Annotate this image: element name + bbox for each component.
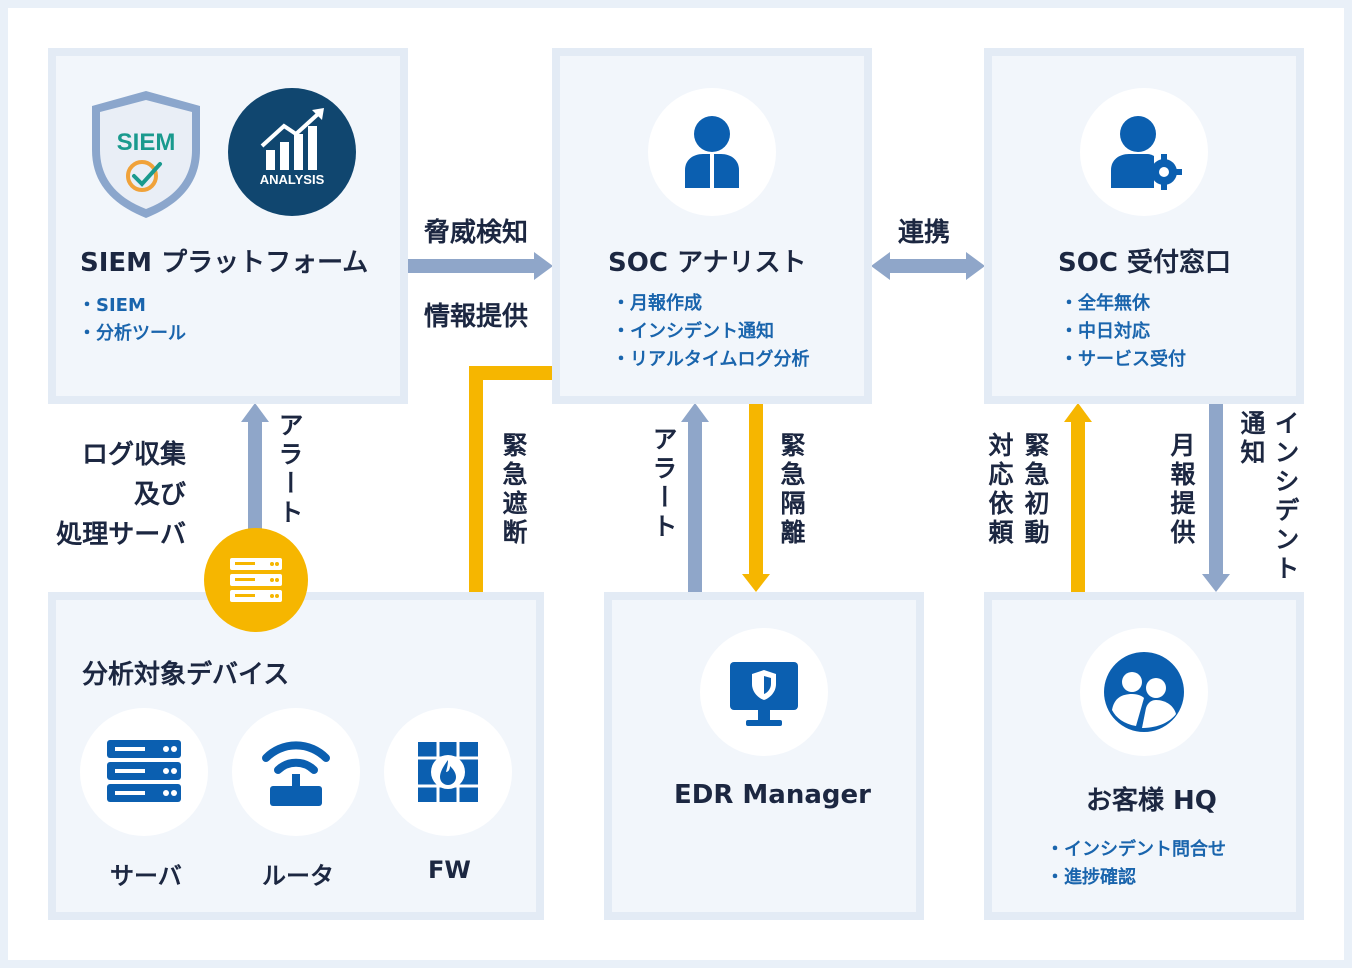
router-label: ルータ bbox=[262, 862, 334, 890]
analysis-text: ANALYSIS bbox=[260, 172, 325, 187]
label-threat-detect: 脅威検知 bbox=[424, 218, 529, 248]
arrow-alert-left bbox=[241, 403, 269, 530]
analyst-item: リアルタイムログ分析 bbox=[612, 346, 809, 374]
edr-manager-box: EDR Manager bbox=[604, 592, 924, 920]
desk-list: 全年無休 中日対応 サービス受付 bbox=[1060, 290, 1186, 374]
arrow-threat-detect bbox=[408, 252, 553, 280]
arrow-emergency-isolate bbox=[742, 404, 770, 592]
siem-shield-icon: SIEM bbox=[92, 91, 200, 218]
arrow-initial-response bbox=[1064, 403, 1092, 592]
arrow-monthly-report bbox=[1202, 404, 1230, 592]
label-monthly-report: 月報提供 bbox=[1167, 432, 1196, 548]
router-icon-circle bbox=[232, 708, 360, 836]
analyst-title: SOC アナリスト bbox=[608, 248, 807, 278]
desk-item: 中日対応 bbox=[1060, 318, 1186, 346]
label-alert-mid: アラート bbox=[649, 426, 678, 542]
users-group-icon bbox=[1104, 652, 1184, 732]
firewall-icon bbox=[418, 742, 478, 802]
devices-title: 分析対象デバイス bbox=[82, 660, 290, 690]
label-incident-notice: インシデント通知 bbox=[1237, 410, 1300, 584]
desk-item: サービス受付 bbox=[1060, 346, 1186, 374]
fw-label: FW bbox=[428, 856, 471, 884]
router-icon bbox=[262, 741, 330, 806]
siem-item: SIEM bbox=[78, 292, 186, 320]
siem-title: SIEM プラットフォーム bbox=[80, 248, 369, 278]
server-icon bbox=[107, 740, 181, 802]
arrow-emergency-block bbox=[462, 366, 554, 614]
label-log-server-3: 処理サーバ bbox=[56, 520, 186, 550]
hq-item: 進捗確認 bbox=[1046, 864, 1226, 892]
analyst-item: インシデント通知 bbox=[612, 318, 809, 346]
analyst-person-icon bbox=[685, 116, 739, 188]
arrow-collab bbox=[871, 252, 985, 280]
label-response-request: 対応依頼 bbox=[985, 432, 1014, 548]
monitor-shield-icon bbox=[730, 662, 798, 726]
log-server-icon bbox=[230, 558, 282, 602]
analysis-chart-icon: ANALYSIS bbox=[260, 108, 325, 187]
siem-list: SIEM 分析ツール bbox=[78, 292, 186, 348]
label-initial-response: 緊急初動 bbox=[1021, 432, 1050, 548]
label-alert-left: アラート bbox=[275, 412, 304, 528]
desk-avatar-circle bbox=[1080, 88, 1208, 216]
desk-item: 全年無休 bbox=[1060, 290, 1186, 318]
analysis-circle bbox=[228, 88, 356, 216]
label-emergency-block: 緊急遮断 bbox=[499, 432, 528, 548]
server-label: サーバ bbox=[110, 862, 182, 890]
label-emergency-isolate: 緊急隔離 bbox=[777, 432, 806, 548]
label-info-provide: 情報提供 bbox=[424, 302, 529, 332]
soc-desk-box: SOC 受付窓口 全年無休 中日対応 サービス受付 bbox=[984, 48, 1304, 404]
hq-list: インシデント問合せ 進捗確認 bbox=[1046, 836, 1226, 892]
desk-title: SOC 受付窓口 bbox=[1058, 248, 1231, 278]
analyst-item: 月報作成 bbox=[612, 290, 809, 318]
desk-person-gear-icon bbox=[1111, 116, 1182, 190]
label-log-server-2: 及び bbox=[133, 480, 186, 510]
customer-hq-box: お客様 HQ インシデント問合せ 進捗確認 bbox=[984, 592, 1304, 920]
edr-title: EDR Manager bbox=[674, 780, 871, 810]
siem-platform-box: SIEM ANALYSIS SIEM プラットフォーム SIEM 分析ツール bbox=[48, 48, 408, 404]
siem-item: 分析ツール bbox=[78, 320, 186, 348]
siem-badge-text: SIEM bbox=[117, 129, 176, 156]
soc-analyst-box: SOC アナリスト 月報作成 インシデント通知 リアルタイムログ分析 bbox=[552, 48, 872, 404]
hq-title: お客様 HQ bbox=[1086, 786, 1217, 816]
target-devices-box: 分析対象デバイス サーバ ルータ bbox=[48, 592, 544, 920]
arrow-alert-mid bbox=[681, 403, 709, 592]
label-collab: 連携 bbox=[898, 218, 951, 248]
analyst-list: 月報作成 インシデント通知 リアルタイムログ分析 bbox=[612, 290, 809, 374]
label-log-server-1: ログ収集 bbox=[81, 440, 186, 470]
hq-item: インシデント問合せ bbox=[1046, 836, 1226, 864]
